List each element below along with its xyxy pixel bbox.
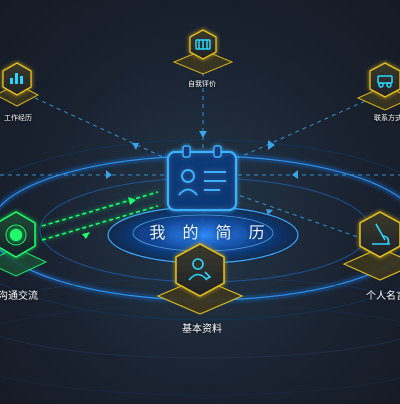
node-basic-info[interactable] xyxy=(156,243,244,315)
basic-info-label[interactable]: 基本资料 xyxy=(182,324,222,335)
arrow-right-lower xyxy=(266,209,273,215)
user-profile-icon xyxy=(188,258,212,281)
vehicle-icon xyxy=(377,75,393,88)
communication-links xyxy=(41,191,159,241)
self-evaluation-label[interactable]: 自我评价 xyxy=(188,80,216,88)
green-arrowheads xyxy=(82,197,136,239)
communication-label[interactable]: 沟通交流 xyxy=(0,291,38,302)
node-self-evaluation[interactable] xyxy=(172,29,234,75)
node-work-experience[interactable] xyxy=(0,62,40,107)
connector-contact-info xyxy=(237,97,373,159)
basket-icon xyxy=(195,39,211,50)
target-icon xyxy=(10,229,22,241)
arrow-left-upper xyxy=(132,143,139,150)
node-contact-info[interactable] xyxy=(356,62,400,111)
microscope-icon xyxy=(372,223,390,245)
bar-chart-icon xyxy=(10,73,23,84)
connector-work-experience xyxy=(34,97,166,159)
arrow-left-mid xyxy=(106,170,112,179)
contact-info-label[interactable]: 联系方式 xyxy=(374,114,400,122)
arrow-right-mid xyxy=(292,170,298,179)
resume-card-icon xyxy=(166,145,238,212)
arrowheads xyxy=(106,131,298,215)
center-title: 我 的 简 历 xyxy=(149,223,271,242)
node-personal-profile[interactable] xyxy=(342,211,400,281)
arrow-right-upper xyxy=(268,140,275,150)
node-communication[interactable] xyxy=(0,211,48,277)
work-experience-label[interactable]: 工作经历 xyxy=(4,114,32,122)
arrow-top xyxy=(199,131,207,138)
personal-profile-label[interactable]: 个人名言 xyxy=(366,291,400,302)
